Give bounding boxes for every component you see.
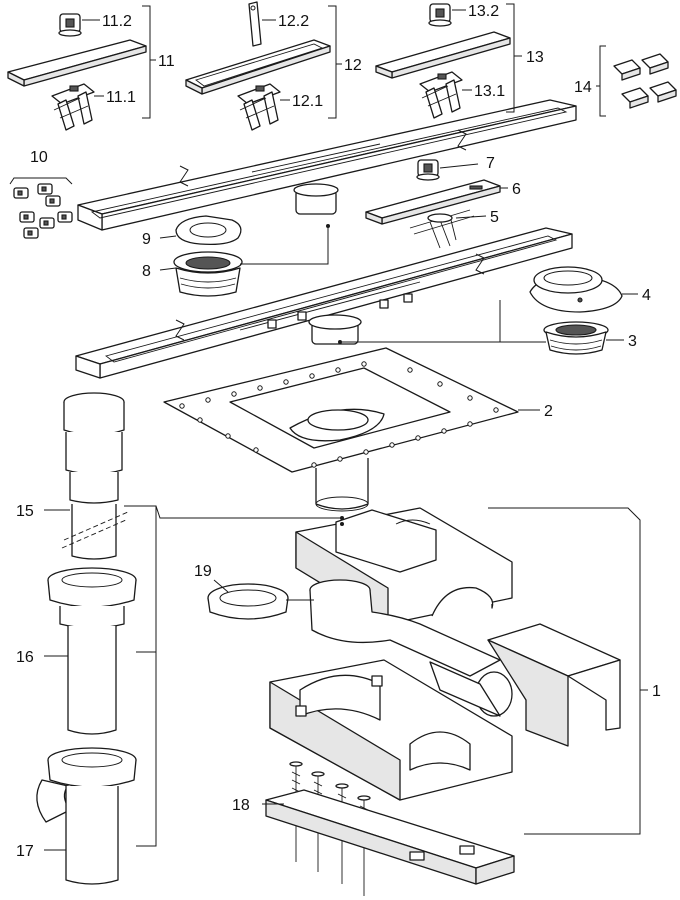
part-8-odour-trap-cup [173, 251, 243, 297]
part-12-frame [185, 39, 331, 95]
base-block [269, 659, 513, 801]
clip [621, 87, 649, 109]
part-15-pipe [61, 392, 129, 560]
label-11-1: 11.1 [106, 89, 136, 106]
part-12-2-key [248, 1, 262, 47]
clip [649, 81, 677, 103]
label-16: 16 [16, 649, 34, 666]
label-4: 4 [642, 287, 651, 304]
clip [13, 187, 29, 199]
part-6-cover [365, 179, 501, 225]
part-3-trap-insert [543, 321, 609, 355]
part-4-seal [529, 266, 623, 313]
label-11-2: 11.2 [102, 13, 132, 30]
label-7: 7 [486, 155, 495, 172]
label-13-1: 13.1 [474, 83, 505, 100]
label-6: 6 [512, 181, 521, 198]
label-12-1: 12.1 [292, 93, 323, 110]
label-9: 9 [142, 231, 151, 248]
label-19: 19 [194, 563, 212, 580]
kit-10-parts [13, 183, 73, 239]
label-3: 3 [628, 333, 637, 350]
label-12-2: 12.2 [278, 13, 309, 30]
part-13-2-cap [428, 3, 452, 27]
part-16-pipe [47, 567, 137, 735]
label-2: 2 [544, 403, 553, 420]
part-1-drain-body-assembly [269, 507, 621, 801]
part-9-gasket [175, 215, 242, 246]
clip [641, 53, 669, 75]
upper-drain-channel [77, 99, 577, 231]
label-1: 1 [652, 683, 661, 700]
part-13-1-bracket [419, 71, 463, 119]
kit-11 [7, 13, 147, 131]
clip [45, 195, 61, 207]
label-13: 13 [526, 49, 544, 66]
part-19-union-nut [207, 583, 289, 620]
part-7-cap [416, 159, 440, 181]
clip [19, 211, 35, 223]
base-plate [265, 789, 515, 885]
part-11-2-cap [58, 13, 82, 37]
part-17-elbow-pipe [36, 747, 137, 885]
kit-14-clips [613, 53, 677, 109]
label-8: 8 [142, 263, 151, 280]
label-15: 15 [16, 503, 34, 520]
part-13-cover-plate [375, 31, 511, 79]
kit-13 [375, 3, 511, 119]
label-14: 14 [574, 79, 592, 96]
lower-drain-channel [75, 227, 573, 379]
kit-12 [185, 1, 331, 131]
clip [37, 183, 53, 195]
clip [39, 217, 55, 229]
label-11: 11 [158, 53, 175, 70]
label-12: 12 [344, 57, 362, 74]
label-18: 18 [232, 797, 250, 814]
part-2-sealing-plate [163, 347, 519, 512]
leader-lines [9, 3, 648, 851]
label-5: 5 [490, 209, 499, 226]
label-17: 17 [16, 843, 34, 860]
connection-dots [326, 224, 344, 526]
part-11-1-bracket [51, 83, 95, 131]
part-5-hair-strainer [409, 209, 475, 249]
clip [57, 211, 73, 223]
callout-labels: 11.2 11 11.1 12.2 12 12.1 13.2 13 13.1 1… [16, 3, 661, 860]
label-10: 10 [30, 149, 48, 166]
elbow-pipe [309, 579, 513, 717]
part-12-1-bracket [237, 83, 281, 131]
clip [23, 227, 39, 239]
side-cover [487, 623, 621, 747]
label-13-2: 13.2 [468, 3, 499, 20]
mounting-holes [179, 361, 499, 468]
part-11-cover-plate [7, 39, 147, 87]
clip [613, 59, 641, 81]
